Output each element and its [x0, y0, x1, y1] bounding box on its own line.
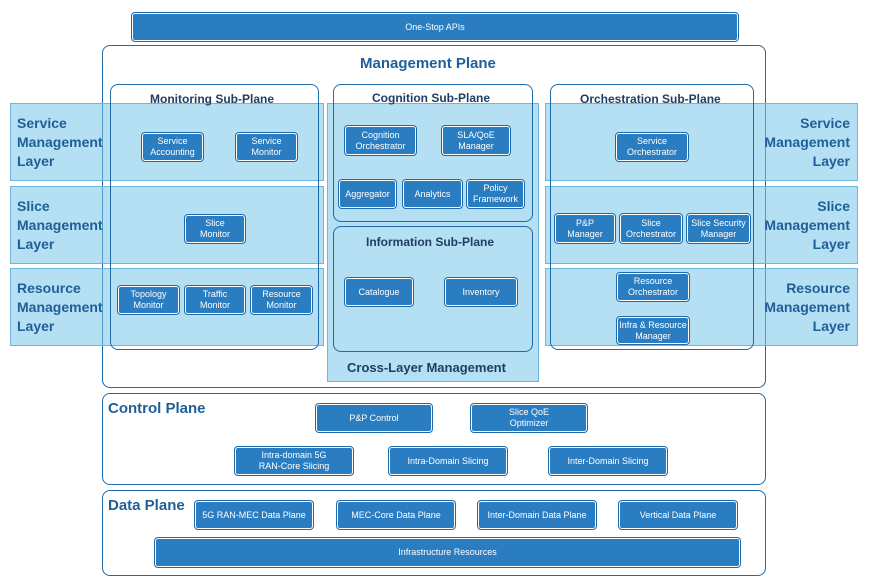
sla-qoe-manager-button[interactable]: SLA/QoE Manager: [442, 126, 510, 155]
data-plane-title: Data Plane: [108, 497, 185, 514]
data-plane-frame: [102, 490, 766, 576]
orchestration-sub-plane-title: Orchestration Sub-Plane: [580, 92, 721, 106]
control-plane-title: Control Plane: [108, 400, 206, 417]
resource-layer-band-right: [545, 268, 858, 346]
service-monitor-button[interactable]: Service Monitor: [236, 133, 297, 161]
pp-control-button[interactable]: P&P Control: [316, 404, 432, 432]
resource-monitor-button[interactable]: Resource Monitor: [251, 286, 312, 314]
slice-layer-label-left: Slice Management Layer: [17, 198, 103, 252]
service-layer-band-right: [545, 103, 858, 181]
resource-layer-label-right: Resource Management Layer: [764, 280, 850, 334]
monitoring-sub-plane-title: Monitoring Sub-Plane: [150, 92, 274, 106]
resource-orchestrator-button[interactable]: Resource Orchestrator: [617, 273, 689, 301]
analytics-button[interactable]: Analytics: [403, 180, 462, 208]
cognition-sub-plane-frame: [333, 84, 533, 222]
intra-domain-5g-ran-core-slicing-button[interactable]: Intra-domain 5G RAN-Core Slicing: [235, 447, 353, 475]
service-accounting-button[interactable]: Service Accounting: [142, 133, 203, 161]
slice-monitor-button[interactable]: Slice Monitor: [185, 215, 245, 243]
slice-layer-label-right: Slice Management Layer: [764, 198, 850, 252]
service-orchestrator-button[interactable]: Service Orchestrator: [616, 133, 688, 161]
catalogue-button[interactable]: Catalogue: [345, 278, 413, 306]
cognition-sub-plane-title: Cognition Sub-Plane: [372, 91, 490, 105]
inter-domain-slicing-button[interactable]: Inter-Domain Slicing: [549, 447, 667, 475]
infra-resource-manager-button[interactable]: Infra & Resource Manager: [617, 317, 689, 344]
orchestration-sub-plane-frame: [550, 84, 754, 350]
control-plane-frame: [102, 393, 766, 485]
information-sub-plane-frame: [333, 226, 533, 352]
ran-mec-data-plane-button[interactable]: 5G RAN-MEC Data Plane: [195, 501, 313, 529]
policy-framework-button[interactable]: Policy Framework: [467, 180, 524, 208]
infrastructure-resources-bar[interactable]: Infrastructure Resources: [155, 538, 740, 567]
service-layer-label-right: Service Management Layer: [764, 115, 850, 169]
slice-layer-band-left: [10, 186, 324, 264]
slice-orchestrator-button[interactable]: Slice Orchestrator: [620, 214, 682, 243]
slice-qoe-optimizer-button[interactable]: Slice QoE Optimizer: [471, 404, 587, 432]
topology-monitor-button[interactable]: Topology Monitor: [118, 286, 179, 314]
inter-domain-data-plane-button[interactable]: Inter-Domain Data Plane: [478, 501, 596, 529]
traffic-monitor-button[interactable]: Traffic Monitor: [185, 286, 245, 314]
inventory-button[interactable]: Inventory: [445, 278, 517, 306]
slice-security-manager-button[interactable]: Slice Security Manager: [687, 214, 750, 243]
one-stop-apis-bar[interactable]: One-Stop APIs: [132, 13, 738, 41]
aggregator-button[interactable]: Aggregator: [339, 180, 396, 208]
mec-core-data-plane-button[interactable]: MEC-Core Data Plane: [337, 501, 455, 529]
resource-layer-label-left: Resource Management Layer: [17, 280, 103, 334]
monitoring-sub-plane-frame: [110, 84, 319, 350]
cross-layer-management-title: Cross-Layer Management: [347, 360, 506, 375]
management-plane-title: Management Plane: [360, 55, 496, 72]
information-sub-plane-title: Information Sub-Plane: [366, 235, 495, 249]
vertical-data-plane-button[interactable]: Vertical Data Plane: [619, 501, 737, 529]
service-layer-label-left: Service Management Layer: [17, 115, 103, 169]
intra-domain-slicing-button[interactable]: Intra-Domain Slicing: [389, 447, 507, 475]
pp-manager-button[interactable]: P&P Manager: [555, 214, 615, 243]
cognition-orchestrator-button[interactable]: Cognition Orchestrator: [345, 126, 416, 155]
